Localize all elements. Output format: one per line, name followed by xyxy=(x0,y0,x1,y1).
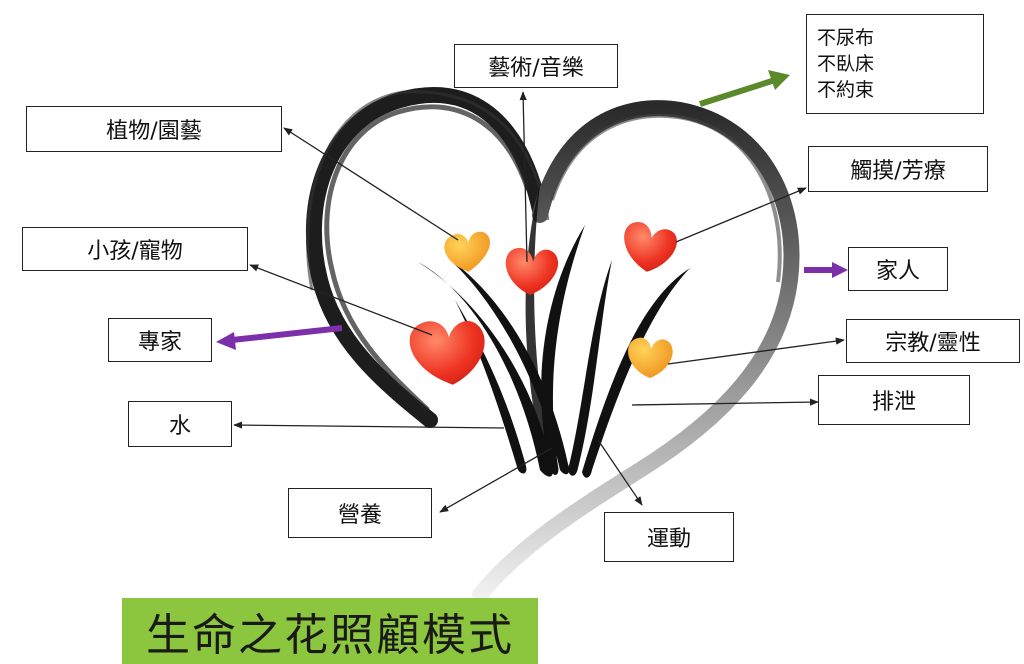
arrow-to-art-music xyxy=(519,91,528,263)
arrow-to-religion xyxy=(667,337,845,365)
label-plants-gardening: 植物/園藝 xyxy=(26,106,282,152)
heart-outline xyxy=(305,87,800,603)
arrow-to-water xyxy=(233,421,505,429)
arrow-to-kids-pets xyxy=(249,264,433,336)
colored-arrows xyxy=(216,70,848,350)
diagram-title: 生命之花照顧模式 xyxy=(146,610,514,661)
label-art-music: 藝術/音樂 xyxy=(454,44,618,88)
label-nutrition: 營養 xyxy=(288,488,432,538)
connector-arrows xyxy=(233,91,845,513)
restraint-item: 不臥床 xyxy=(817,53,875,75)
arrow-to-nutrition xyxy=(439,447,553,513)
heart-flower-red-right xyxy=(624,222,677,272)
arrow-to-touch xyxy=(675,187,807,243)
label-water: 水 xyxy=(128,401,232,447)
title-banner: 生命之花照顧模式 xyxy=(122,598,538,664)
label-exercise: 運動 xyxy=(604,512,734,562)
arrow-to-plants xyxy=(283,127,459,241)
heart-flower-red-large xyxy=(409,321,485,385)
heart-flower-orange-left xyxy=(444,231,490,272)
label-kids-pets: 小孩/寵物 xyxy=(22,227,248,271)
label-restraints: 不尿布 不臥床 不約束 xyxy=(806,14,984,114)
restraint-item: 不約束 xyxy=(817,79,875,101)
flower-hearts xyxy=(409,222,677,385)
purple-arrow-experts xyxy=(231,325,343,343)
label-touch-therapy: 觸摸/芳療 xyxy=(808,146,988,192)
arrow-to-exercise xyxy=(597,439,643,506)
restraint-item: 不尿布 xyxy=(817,27,875,49)
label-excretion: 排泄 xyxy=(818,375,970,425)
heart-flower-red-center xyxy=(505,247,559,295)
heart-flower-orange-right xyxy=(628,337,673,378)
green-arrow xyxy=(699,77,776,107)
arrow-to-excretion xyxy=(631,398,819,406)
label-religion-spirituality: 宗教/靈性 xyxy=(846,319,1020,363)
label-family: 家人 xyxy=(848,247,948,291)
label-experts: 專家 xyxy=(108,318,212,362)
